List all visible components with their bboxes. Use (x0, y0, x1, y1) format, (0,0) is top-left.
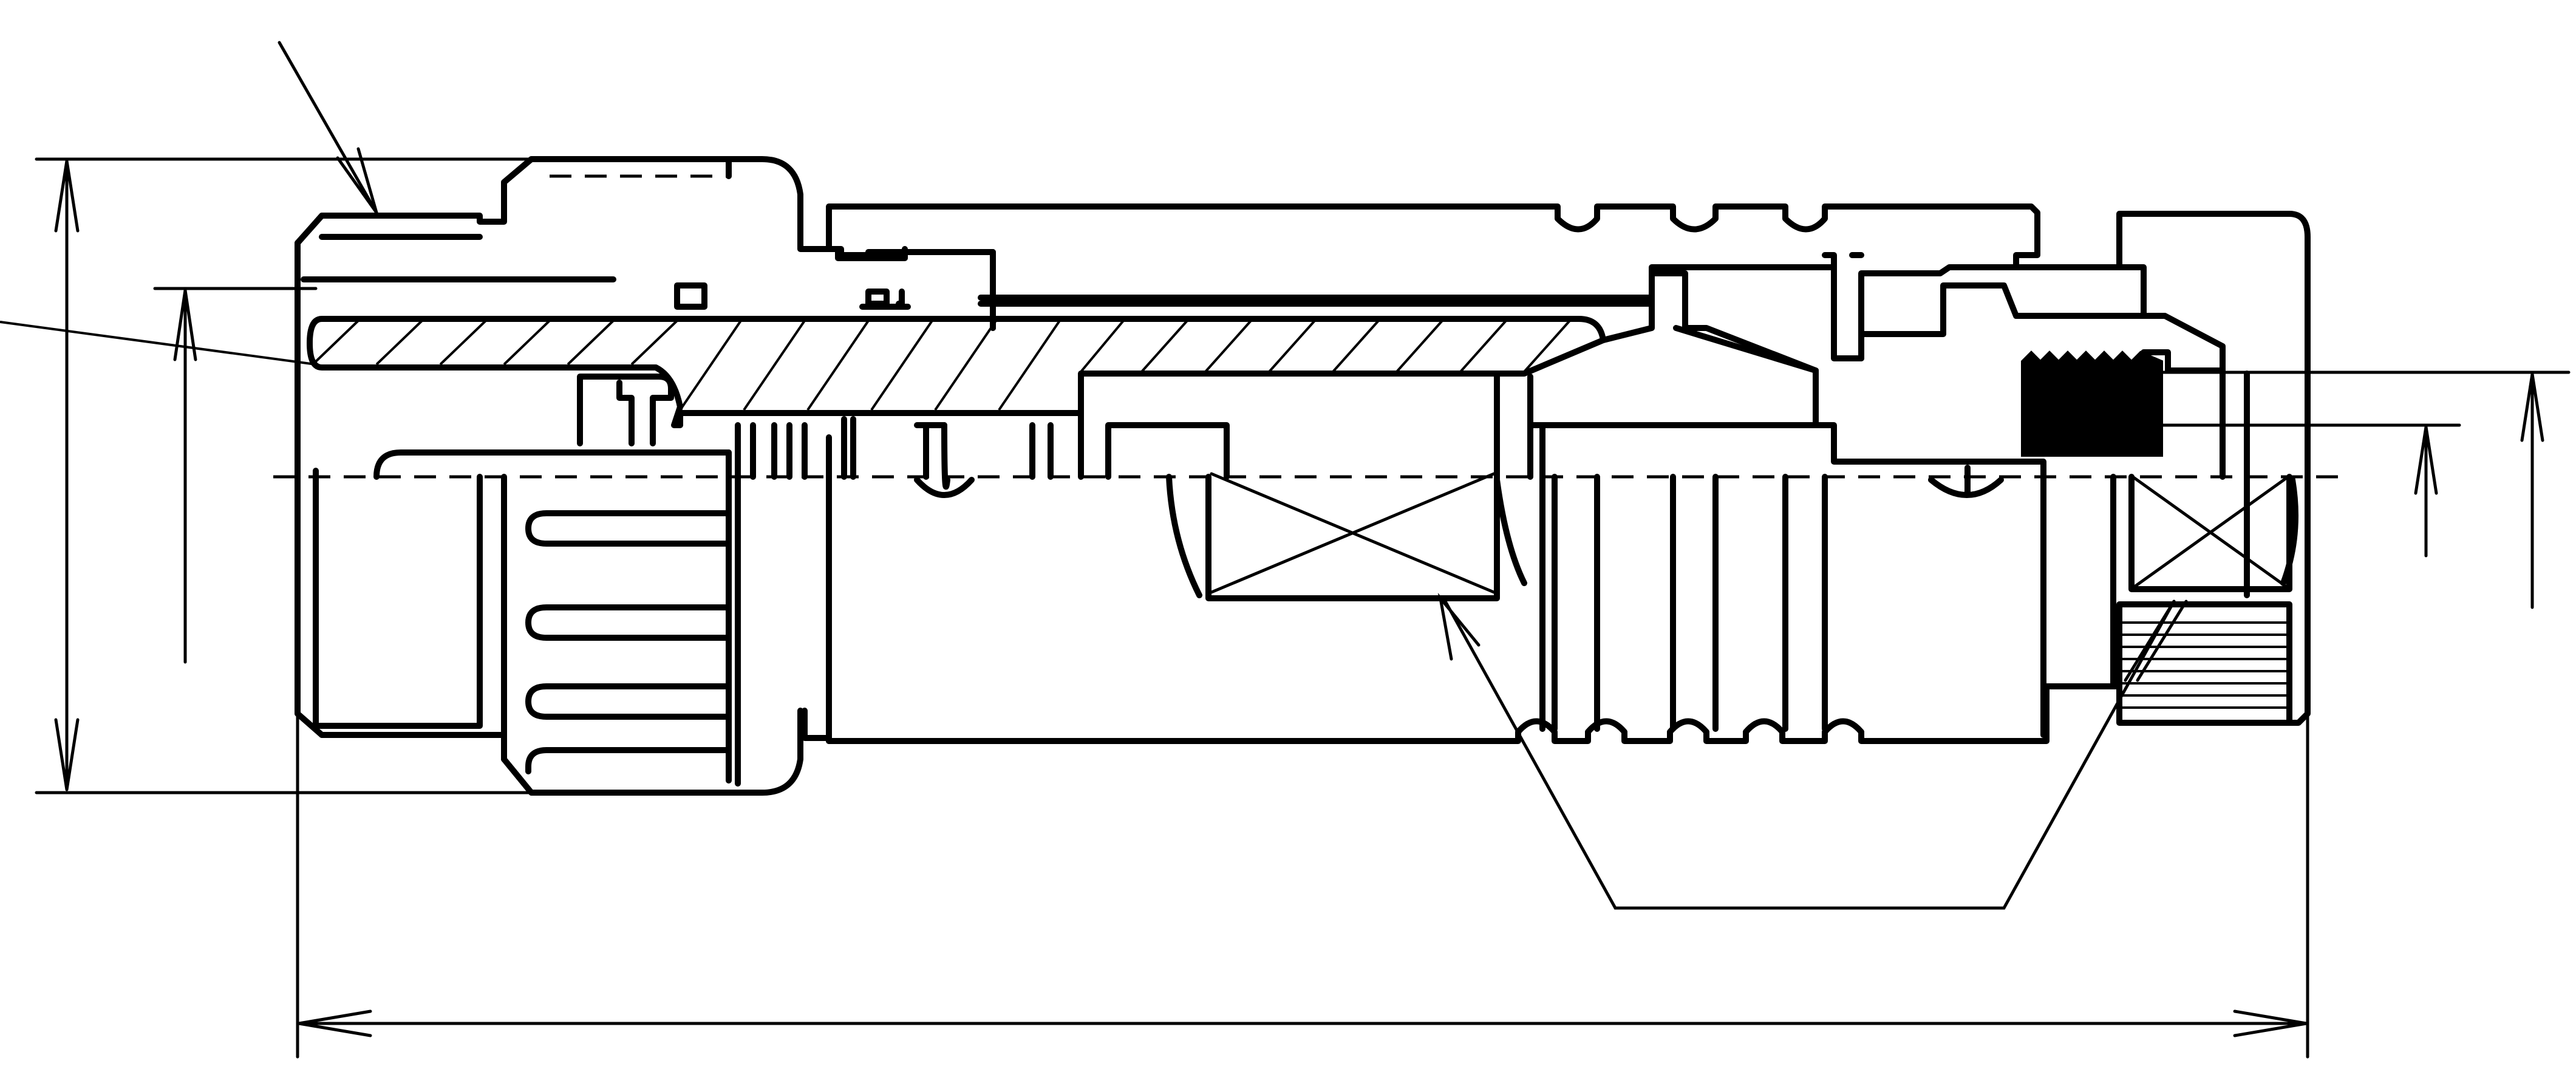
end-ring-diag-1 (2124, 599, 2176, 682)
inner-spring-lines (750, 416, 856, 480)
dimension-lines (35, 41, 2571, 1059)
grip-right-edge (726, 422, 741, 787)
end-ring-lines (2122, 621, 2286, 709)
arrowhead-right-outer (2520, 374, 2544, 442)
cross-box-1-diag-b (1210, 472, 1496, 594)
cross-box-1 (1205, 371, 1500, 601)
detent-ball-left (914, 477, 975, 498)
body-bottom-profile (802, 671, 2116, 744)
nut-bore (313, 468, 483, 729)
t-key (577, 374, 674, 446)
groove-walls (1552, 474, 1828, 732)
left-coupling-nut (295, 156, 996, 796)
leader-line-bottom-v (1443, 599, 2176, 910)
cross-box-2 (2128, 474, 2292, 592)
leader-line-top-left (278, 41, 378, 214)
curve-right-1 (1494, 477, 1527, 586)
nut-outer-bottom-profile (319, 708, 803, 796)
grip-tooth-4 (525, 747, 729, 774)
sleeve-hatching (0, 321, 316, 366)
detent-ball-right (1928, 465, 2004, 498)
right-flange (1649, 264, 2226, 374)
body-inner-right (1673, 325, 2046, 738)
thread-block (2021, 350, 2163, 457)
grip-tooth-1 (525, 510, 729, 547)
inner-detail (914, 422, 1054, 480)
grip-tooth-3 (525, 683, 729, 720)
detent (923, 422, 950, 490)
key-slot (859, 289, 911, 310)
arrowhead-up (54, 160, 80, 233)
right-end-walls (2220, 367, 2250, 598)
inner-box-left (1105, 422, 1230, 480)
curve-right-2 (2280, 477, 2298, 586)
arrowhead-down (54, 718, 80, 790)
cross-box-2-diag-b (2131, 475, 2290, 590)
curve-left-1 (1166, 474, 1202, 598)
sleeve-outline (307, 316, 1606, 428)
body-inner-taper (1600, 270, 1819, 374)
right-flange-lip (1822, 252, 1864, 270)
arrowhead-right-inner (2414, 426, 2438, 495)
nut-inner-step (373, 449, 732, 480)
hatched-sleeve (0, 316, 1606, 428)
keyway-top (835, 246, 908, 261)
right-flange-inner (1858, 282, 2153, 361)
sleeve-hatch-lines (312, 319, 1571, 411)
arrowhead-up-inner (173, 290, 197, 361)
body-outer-profile (826, 203, 2311, 726)
end-ring-diag-2 (2136, 599, 2188, 682)
small-key-left (674, 282, 707, 310)
grip-tooth-2 (525, 604, 729, 641)
arrowhead-right (2233, 1009, 2307, 1037)
end-ring-step (2040, 474, 2122, 689)
bore-wall (1527, 374, 1545, 732)
arrowhead-left (298, 1009, 372, 1037)
main-body (577, 203, 2311, 744)
